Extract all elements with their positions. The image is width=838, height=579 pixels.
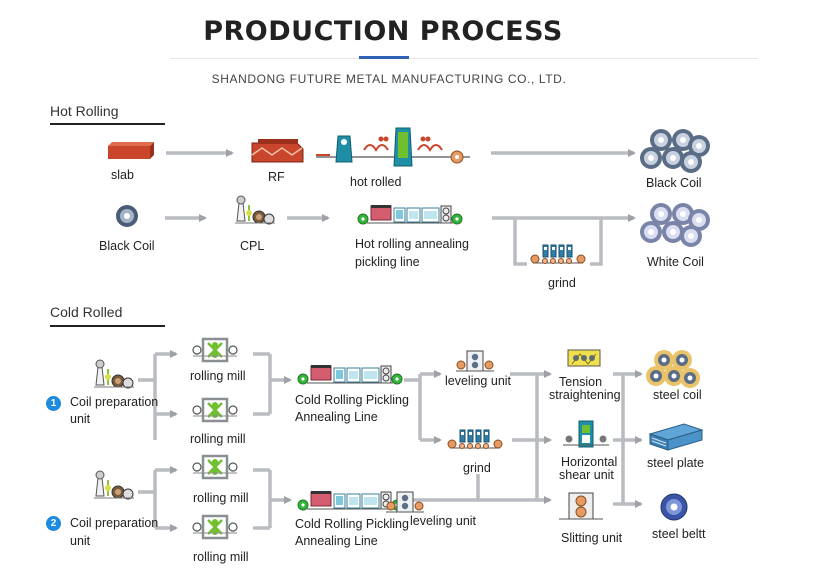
steel-coil-icon bbox=[646, 350, 700, 388]
cold-rolled-heading: Cold Rolled bbox=[50, 304, 123, 320]
title-divider bbox=[170, 58, 758, 59]
coil-prep-2-label-2: unit bbox=[70, 534, 91, 548]
rolling-mill-3-label: rolling mill bbox=[193, 491, 249, 505]
shear-label-2: shear unit bbox=[559, 468, 614, 482]
page-title: PRODUCTION PROCESS bbox=[203, 16, 563, 47]
cold-pickling-annealing-line-1-icon bbox=[297, 364, 403, 385]
hot-rolling-arrows bbox=[165, 149, 636, 266]
coil-preparation-unit-1-icon bbox=[93, 359, 135, 389]
tension-straightening-icon bbox=[567, 349, 601, 367]
steel-belt-icon bbox=[660, 493, 688, 521]
rolling-mill-1-icon bbox=[191, 337, 239, 363]
coil-prep-1-label-2: unit bbox=[70, 412, 91, 426]
rolling-mill-4-label: rolling mill bbox=[193, 550, 249, 564]
hot-rolling-heading: Hot Rolling bbox=[50, 103, 119, 119]
cpl-unit-icon bbox=[234, 195, 276, 225]
rf-furnace-icon bbox=[251, 139, 304, 163]
grind-cold-label: grind bbox=[463, 461, 491, 475]
coil-prep-1-label-1: Coil preparation bbox=[70, 395, 159, 409]
steel-coil-label: steel coil bbox=[653, 388, 702, 402]
leveling-unit-2-icon bbox=[385, 491, 425, 513]
grind-unit-icon bbox=[530, 244, 586, 264]
steel-plate-icon bbox=[648, 423, 704, 451]
crap-1-label-1: Cold Rolling Pickling bbox=[295, 393, 409, 407]
black-coil-icon bbox=[116, 205, 138, 227]
slab-label: slab bbox=[111, 168, 134, 182]
black-coil-input-label: Black Coil bbox=[99, 239, 155, 253]
black-coil-output-label: Black Coil bbox=[646, 176, 702, 190]
step-badge-1: 1 bbox=[46, 396, 61, 411]
rolling-mill-2-label: rolling mill bbox=[190, 432, 246, 446]
annealing-pickling-line-icon bbox=[357, 204, 463, 225]
horizontal-shear-icon bbox=[563, 420, 609, 448]
crap-2-label-1: Cold Rolling Pickling bbox=[295, 517, 409, 531]
company-subtitle: SHANDONG FUTURE METAL MANUFACTURING CO.,… bbox=[211, 72, 567, 86]
slitting-unit-icon bbox=[559, 492, 603, 520]
step-badge-2: 2 bbox=[46, 516, 61, 531]
grind-cold-icon bbox=[447, 429, 503, 449]
crap-2-label-2: Annealing Line bbox=[295, 534, 378, 548]
cpl-label: CPL bbox=[240, 239, 265, 253]
title-accent-bar bbox=[359, 56, 409, 59]
annealing-line-label-2: pickling line bbox=[355, 255, 420, 269]
cold-pickling-annealing-line-2-icon bbox=[297, 490, 403, 511]
black-coil-stack-icon bbox=[640, 129, 710, 173]
slitting-label: Slitting unit bbox=[561, 531, 623, 545]
hot-rolled-label: hot rolled bbox=[350, 175, 402, 189]
cold-rolled-arrows bbox=[138, 350, 643, 532]
annealing-line-label-1: Hot rolling annealing bbox=[355, 237, 469, 251]
steel-belt-label: steel beltt bbox=[652, 527, 706, 541]
hot-rolling-mill-icon bbox=[316, 127, 470, 167]
tension-label-2: straightening bbox=[549, 388, 621, 402]
coil-preparation-unit-2-icon bbox=[93, 470, 135, 500]
rolling-mill-3-icon bbox=[191, 454, 239, 480]
leveling-unit-1-label: leveling unit bbox=[445, 374, 512, 388]
rolling-mill-4-icon bbox=[191, 514, 239, 540]
white-coil-label: White Coil bbox=[647, 255, 704, 269]
cold-rolled-heading-rule bbox=[50, 325, 165, 327]
slab-icon bbox=[108, 142, 154, 159]
grind-label: grind bbox=[548, 276, 576, 290]
rolling-mill-1-label: rolling mill bbox=[190, 369, 246, 383]
white-coil-stack-icon bbox=[640, 203, 710, 247]
rf-label: RF bbox=[268, 170, 285, 184]
hot-rolling-heading-rule bbox=[50, 123, 165, 125]
steel-plate-label: steel plate bbox=[647, 456, 704, 470]
tension-label-1: Tension bbox=[559, 375, 603, 389]
crap-1-label-2: Annealing Line bbox=[295, 410, 378, 424]
leveling-unit-2-label: leveling unit bbox=[410, 514, 477, 528]
shear-label-1: Horizontal bbox=[561, 455, 618, 469]
leveling-unit-1-icon bbox=[455, 350, 495, 372]
rolling-mill-2-icon bbox=[191, 397, 239, 423]
coil-prep-2-label-1: Coil preparation bbox=[70, 516, 159, 530]
